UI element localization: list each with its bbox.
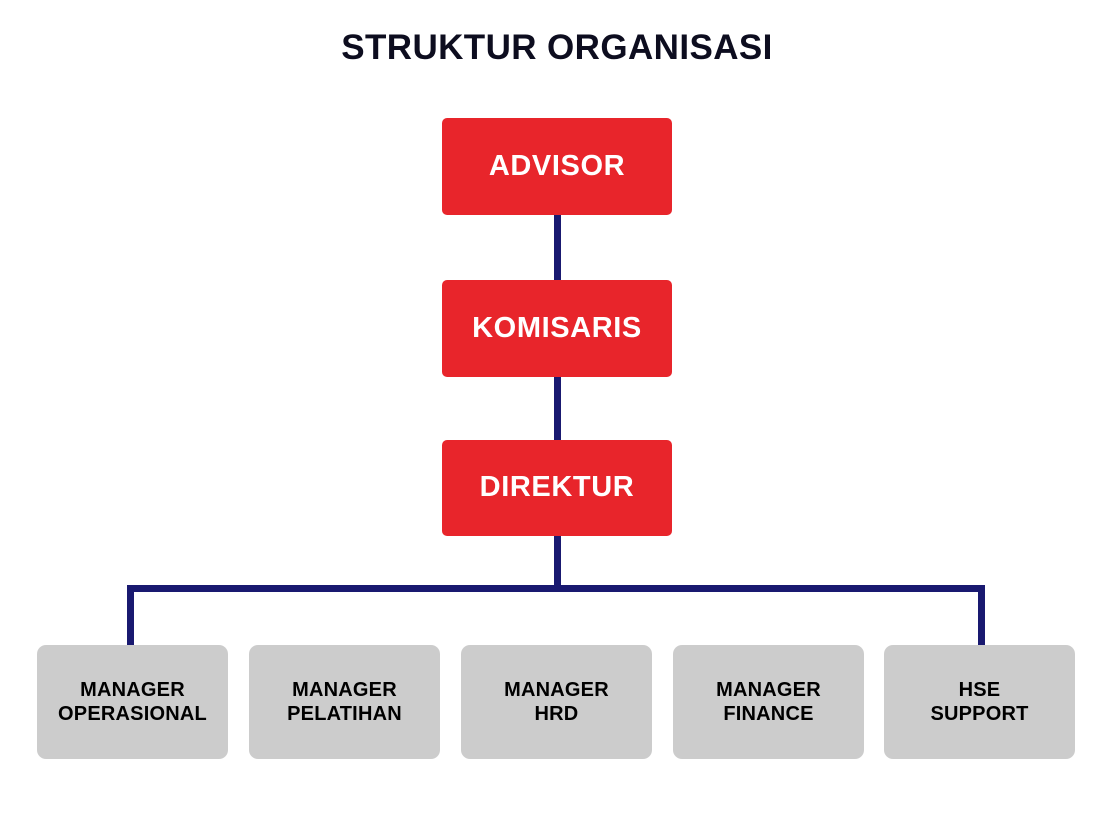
org-node-direktur-label: DIREKTUR xyxy=(479,471,635,504)
connector-bus-to-hse-support xyxy=(978,585,985,647)
org-node-manager-hrd-label: MANAGER HRD xyxy=(504,678,609,725)
org-node-manager-finance-label: MANAGER FINANCE xyxy=(716,678,821,725)
page-title: STRUKTUR ORGANISASI xyxy=(341,28,773,67)
connector-manager-bus xyxy=(127,585,985,592)
org-node-direktur[interactable]: DIREKTUR xyxy=(442,440,672,536)
connector-advisor-to-komisaris xyxy=(554,215,561,280)
org-node-hse-support-label: HSE SUPPORT xyxy=(930,678,1029,725)
org-node-manager-pelatihan[interactable]: MANAGER PELATIHAN xyxy=(249,645,440,759)
connector-bus-to-manager-operasional xyxy=(127,585,134,647)
org-node-advisor-label: ADVISOR xyxy=(488,149,626,182)
org-node-manager-operasional-label: MANAGER OPERASIONAL xyxy=(58,678,207,725)
org-node-manager-operasional[interactable]: MANAGER OPERASIONAL xyxy=(37,645,228,759)
org-node-manager-pelatihan-label: MANAGER PELATIHAN xyxy=(287,678,402,725)
org-node-hse-support[interactable]: HSE SUPPORT xyxy=(884,645,1075,759)
org-node-komisaris[interactable]: KOMISARIS xyxy=(442,280,672,377)
org-node-manager-hrd[interactable]: MANAGER HRD xyxy=(461,645,652,759)
org-node-advisor[interactable]: ADVISOR xyxy=(442,118,672,215)
org-node-komisaris-label: KOMISARIS xyxy=(472,311,642,344)
org-node-manager-finance[interactable]: MANAGER FINANCE xyxy=(673,645,864,759)
connector-komisaris-to-direktur xyxy=(554,377,561,440)
connector-direktur-stem xyxy=(554,536,561,592)
